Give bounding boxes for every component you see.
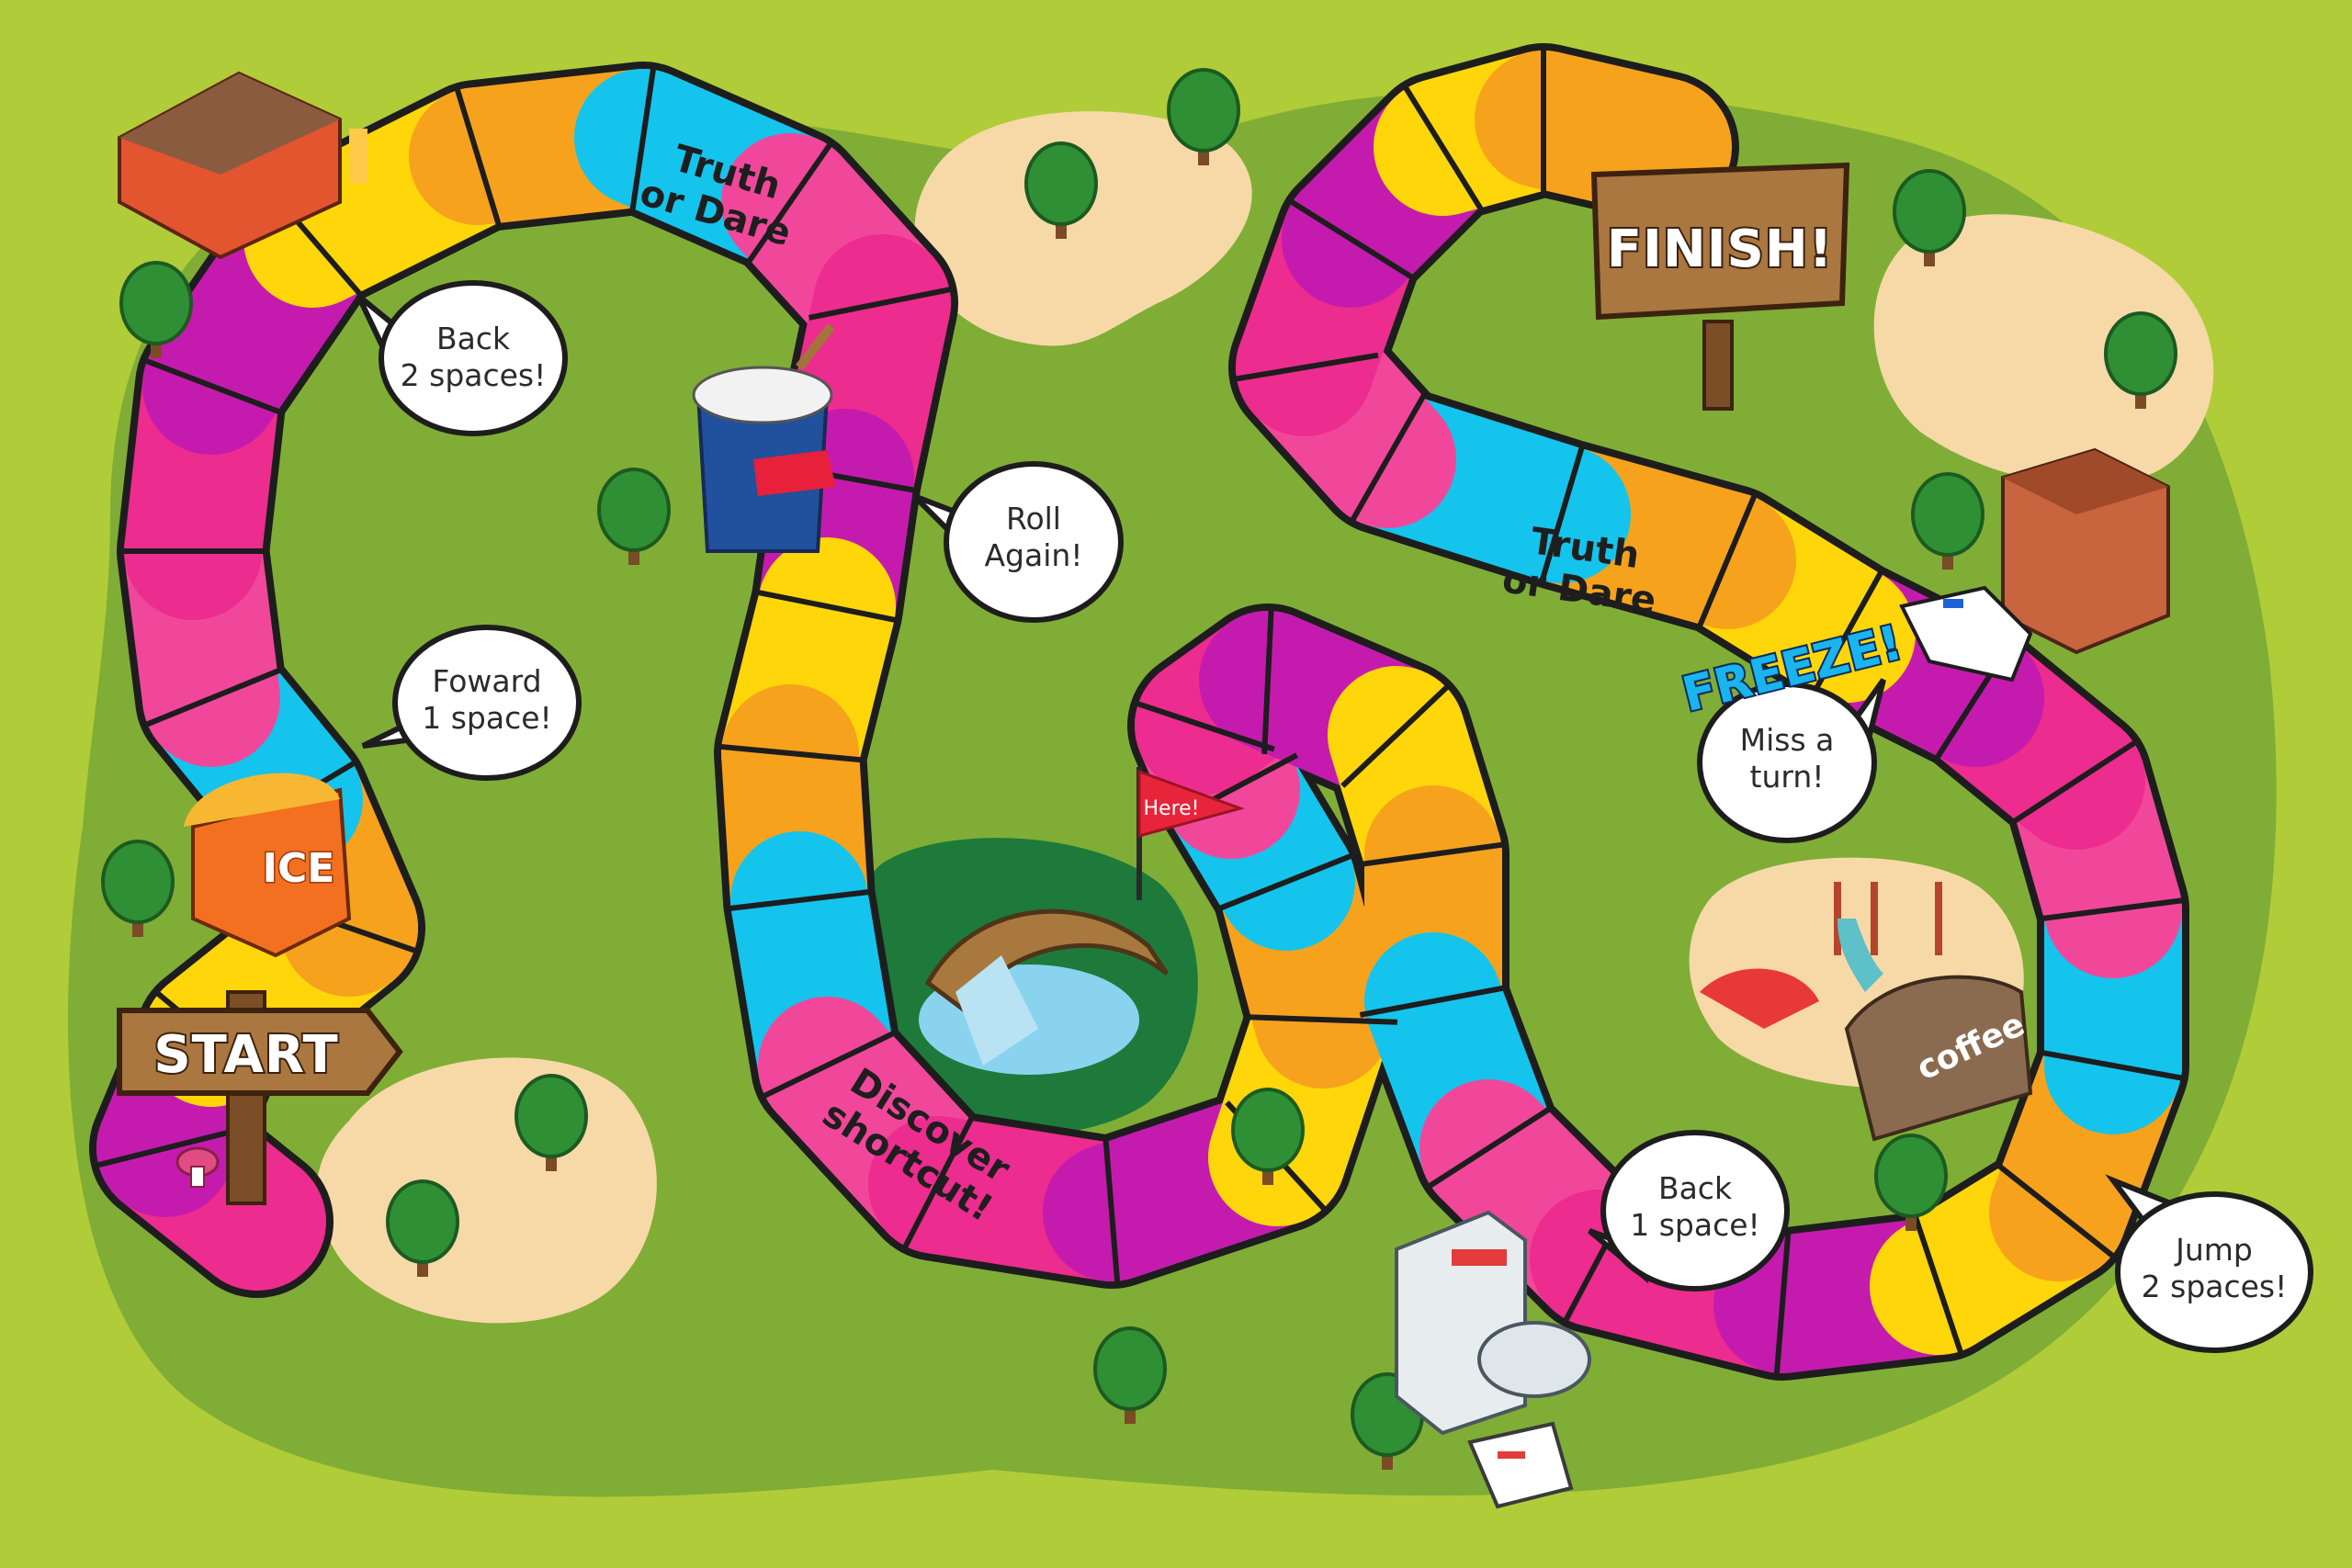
space-divider [1248, 1014, 1398, 1025]
trees [101, 68, 2177, 1470]
sand-patch-right [1873, 214, 2214, 485]
space-divider [453, 84, 503, 229]
bubble-foward-1-space-line-2: 1 space! [422, 700, 552, 736]
tree-icon [1024, 141, 1098, 239]
tree-icon [1231, 1088, 1305, 1185]
bubble-jump-2-spaces: Jump 2 spaces! [2105, 1174, 2313, 1353]
space-divider [1359, 840, 1508, 868]
space-divider [1424, 1105, 1553, 1191]
space-divider [1997, 1164, 2119, 1261]
tree-icon [514, 1074, 588, 1171]
bubble-back-2-spaces-line-2: 2 spaces! [401, 357, 547, 393]
here-flag: Here! [1136, 767, 1245, 900]
space-divider [1348, 393, 1427, 525]
space-divider [808, 286, 956, 321]
fire-station-icon [118, 71, 368, 260]
space-divider [1216, 852, 1357, 912]
waterfall [956, 955, 1038, 1066]
bubble-roll-again-line-1: Roll [1006, 501, 1061, 536]
start-sign: START [117, 990, 403, 1205]
ice-shop-sign: ICE [263, 845, 335, 892]
space-divider [1808, 567, 1885, 701]
bubble-back-1-space-line-1: Back [1658, 1170, 1733, 1206]
bubble-foward-1-space-line-1: Foward [432, 663, 541, 699]
space-divider [745, 139, 835, 265]
sand-patch-top [914, 111, 1252, 346]
space-divider [716, 743, 865, 763]
bubble-back-2-spaces-line-1: Back [436, 321, 511, 356]
ice-cream-shop-icon: ICE [184, 773, 352, 958]
tree-icon [1911, 472, 1984, 570]
bubble-jump-2-spaces-line-1: Jump [2174, 1232, 2253, 1268]
tree-icon [101, 840, 175, 937]
space-divider [1230, 352, 1379, 383]
space-divider [758, 1031, 896, 1100]
tree-icon [1167, 68, 1240, 165]
space-divider [141, 667, 282, 729]
space-divider [1285, 197, 1416, 281]
start-label: START [153, 1025, 338, 1085]
ambulance-icon [1467, 1421, 1574, 1509]
police-car-icon [1899, 585, 2033, 682]
space-divider [1340, 682, 1453, 788]
space-divider [752, 589, 901, 624]
tree-icon [119, 261, 193, 358]
bubble-jump-2-spaces-line-2: 2 spaces! [2142, 1269, 2288, 1304]
space-divider [1132, 699, 1275, 752]
space-divider [900, 1117, 974, 1253]
hospital-icon [1395, 1210, 1591, 1436]
space-divider [1102, 1138, 1121, 1287]
bubble-miss-a-turn-line-1: Miss a [1740, 722, 1835, 758]
tree-icon [386, 1179, 459, 1277]
tree-icon [1874, 1134, 1948, 1231]
bubble-miss-a-turn-line-2: turn! [1750, 759, 1825, 795]
space-divider [2039, 897, 2188, 922]
space-divider [1261, 604, 1274, 755]
here-flag-label: Here! [1144, 797, 1200, 820]
milkshake-shop-icon [692, 322, 836, 553]
space-divider [1773, 1230, 1792, 1379]
tree-icon [2104, 311, 2177, 409]
tree-icon [1893, 169, 1966, 266]
tree-icon [597, 468, 671, 565]
space-divider [725, 888, 874, 912]
bubble-back-1-space: Back 1 space! [1588, 1130, 1790, 1292]
space-divider [1359, 985, 1508, 1018]
bubble-back-1-space-line-2: 1 space! [1630, 1207, 1760, 1243]
bubble-roll-again-line-2: Again! [984, 537, 1082, 573]
tree-icon [1093, 1326, 1167, 1424]
mushroom-icon [175, 1146, 220, 1188]
coffee-shop-icon: coffee [1844, 975, 2033, 1142]
space-divider [1538, 442, 1586, 587]
space-divider [92, 1127, 239, 1169]
finish-sign: FINISH! [1590, 162, 1850, 411]
space-divider [2039, 1049, 2188, 1082]
bubble-roll-again: Roll Again! [911, 461, 1124, 623]
space-divider [2012, 738, 2141, 824]
bridge-icon [924, 908, 1170, 1014]
space-divider [1400, 82, 1485, 212]
space-divider [141, 356, 282, 415]
space-divider [1912, 1214, 1965, 1358]
police-station-icon [2001, 447, 2170, 655]
board-space[interactable] [1475, 51, 1732, 216]
finish-label: FINISH! [1607, 220, 1834, 279]
space-divider [629, 63, 657, 212]
space-divider [1695, 491, 1759, 630]
playground-icon [1700, 882, 1942, 1029]
bubble-back-2-spaces: Back 2 spaces! [356, 280, 568, 436]
bubble-foward-1-space: Foward 1 space! [361, 625, 582, 781]
